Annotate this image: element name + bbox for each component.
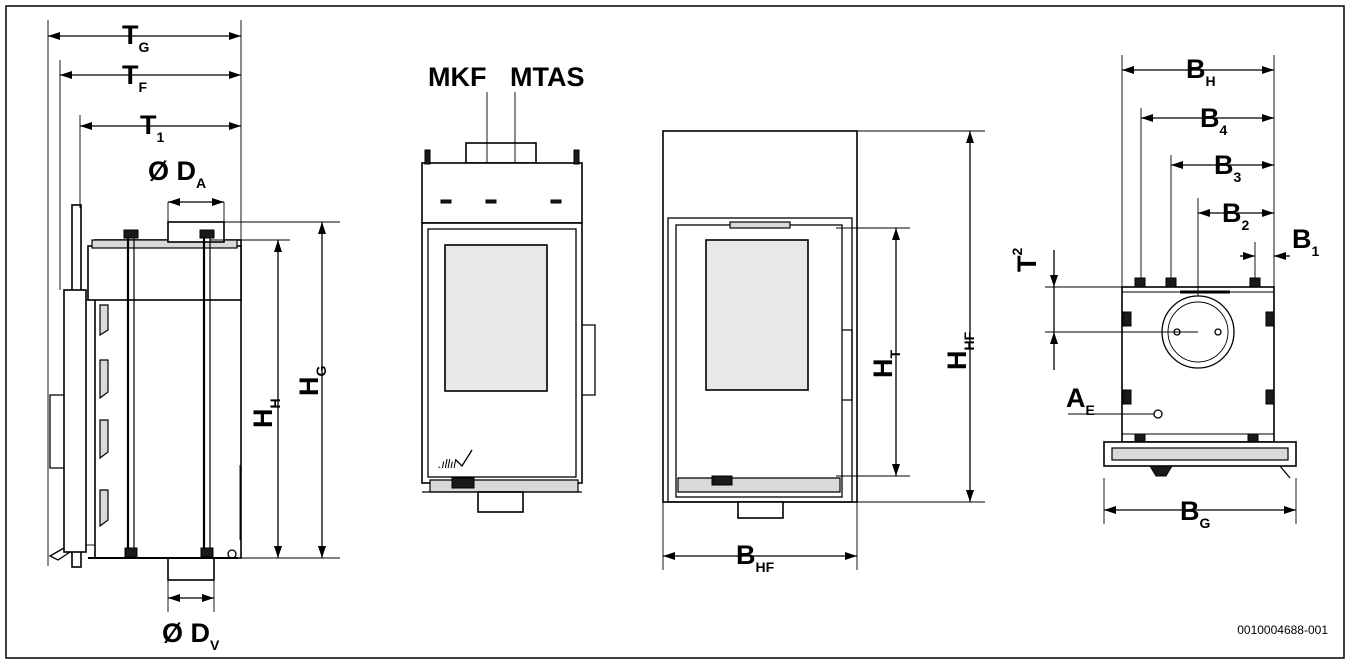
front-view: .ıllıl [421,92,596,513]
label-bhf: BHF [736,540,775,575]
label-b3: B3 [1214,150,1242,185]
label-b1: B1 [1292,224,1320,259]
top-view-dimensions [1045,55,1297,524]
label-mkf: MKF [428,62,486,92]
front-view-hood-dimensions [662,130,985,570]
figure-id: 0010004688-001 [1237,623,1328,637]
label-tg: TG [122,20,150,55]
top-view [1103,277,1297,479]
side-view-dimensions [47,20,340,612]
label-hh: HH [248,398,283,428]
label-bg: BG [1180,496,1211,531]
label-tf: TF [122,60,148,95]
label-b4: B4 [1200,103,1228,138]
side-view [48,204,242,581]
label-b2: B2 [1222,198,1250,233]
front-view-hood [662,130,858,519]
label-mtas: MTAS [510,62,585,92]
label-bh: BH [1186,54,1216,89]
drawing-frame [5,5,1345,659]
label-da: Ø DA [148,156,206,191]
label-dv: Ø DV [162,618,220,653]
svg-text:.ıllıl: .ıllıl [438,457,456,471]
label-t1: T1 [140,110,165,145]
label-t2: T2 [1009,248,1042,273]
label-hg: HG [294,366,329,397]
label-hhf: HHF [942,331,977,370]
label-ae: AE [1066,383,1095,418]
label-ht: HT [868,350,903,379]
